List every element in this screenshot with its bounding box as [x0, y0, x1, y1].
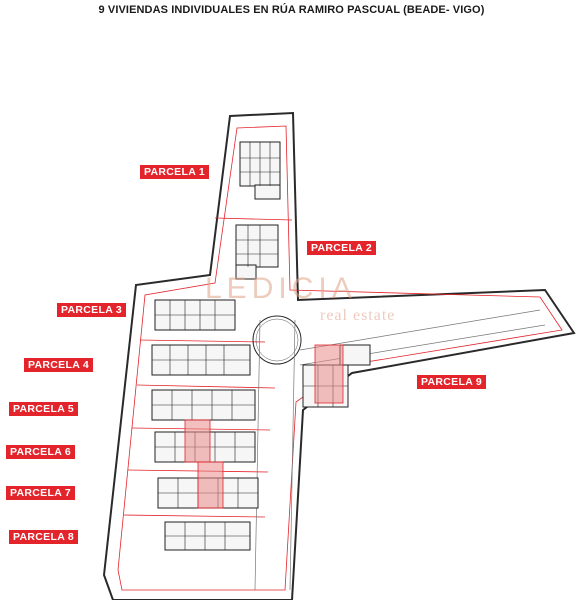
- plan-title: 9 VIVIENDAS INDIVIDUALES EN RÚA RAMIRO P…: [98, 4, 485, 16]
- house-parcela-2: [235, 224, 279, 280]
- parcel-label-1: PARCELA 1: [140, 165, 210, 179]
- watermark-subtitle: real estate: [320, 307, 396, 324]
- parcel-label-9: PARCELA 9: [417, 375, 487, 389]
- roundabout-inner: [255, 318, 299, 362]
- house-parcela-4: [151, 344, 251, 376]
- internal-roads: [254, 309, 546, 591]
- house-parcela-1: [239, 141, 281, 200]
- parcel-label-5: PARCELA 5: [9, 402, 79, 416]
- parcel-label-8: PARCELA 8: [9, 530, 79, 544]
- highlight-zones: [184, 344, 344, 509]
- parcel-label-4: PARCELA 4: [24, 358, 94, 372]
- lot-boundary-inner: [117, 125, 563, 591]
- parcel-label-2: PARCELA 2: [307, 241, 377, 255]
- parcel-label-3: PARCELA 3: [57, 303, 127, 317]
- parcel-dividers: [123, 217, 293, 518]
- house-parcela-5: [151, 389, 256, 421]
- site-boundary: [102, 111, 576, 600]
- parcel-label-6: PARCELA 6: [6, 445, 76, 459]
- house-parcela-8: [164, 521, 251, 551]
- parcel-label-7: PARCELA 7: [6, 486, 76, 500]
- house-parcela-3: [154, 299, 236, 331]
- roundabout: [252, 315, 302, 365]
- watermark-logo: LEDICIA: [205, 272, 357, 305]
